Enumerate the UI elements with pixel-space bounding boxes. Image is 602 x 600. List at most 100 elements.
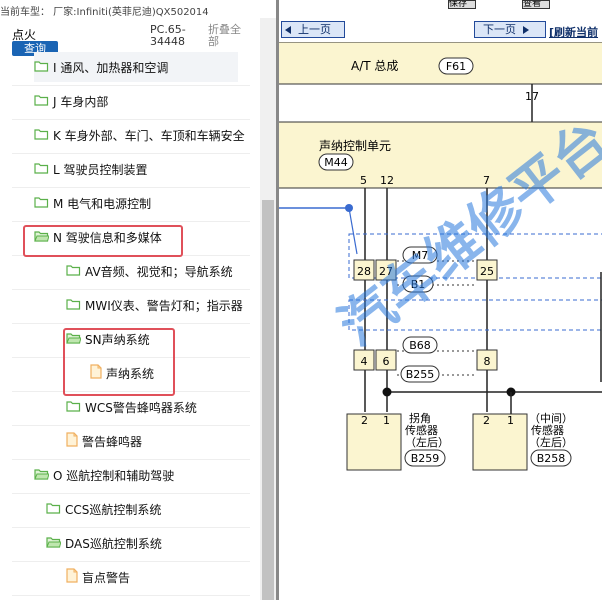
tree-scrollbar[interactable] [260, 18, 276, 600]
tree-item-label: DAS巡航控制系统 [65, 536, 162, 551]
row-separator [12, 561, 250, 562]
connector-tag [438, 57, 474, 75]
row-separator [12, 527, 250, 528]
connector-tag-text: B68 [409, 339, 431, 352]
diagram-nav: 上一页 下一页 [刷新当前 [279, 18, 602, 42]
tree-item[interactable]: 声纳系统 [90, 358, 154, 388]
pin-label: 12 [380, 174, 394, 187]
row-separator [12, 391, 250, 392]
document-icon [66, 568, 78, 586]
row-separator [12, 357, 250, 358]
pin-label: 4 [361, 355, 368, 368]
tree-item-label: WCS警告蜂鸣器系统 [85, 400, 197, 415]
document-icon [66, 432, 78, 450]
pin-label: 7 [483, 174, 490, 187]
next-page-button[interactable]: 下一页 [474, 21, 546, 38]
view-button[interactable]: 查看 [522, 0, 550, 9]
folder-icon [34, 60, 49, 75]
tree-item[interactable]: N 驾驶信息和多媒体 [34, 222, 162, 252]
refresh-link[interactable]: [刷新当前 [549, 26, 599, 39]
tree-item[interactable]: O 巡航控制和辅助驾驶 [34, 460, 174, 490]
row-separator [12, 221, 250, 222]
row-separator [12, 493, 250, 494]
row-separator [12, 425, 250, 426]
pin-label: 25 [480, 265, 494, 278]
tree-item-label: K 车身外部、车门、车顶和车辆安全 [53, 128, 245, 143]
arrow-left-icon [285, 25, 291, 34]
tree-item[interactable]: K 车身外部、车门、车顶和车辆安全 [34, 120, 245, 150]
folder-icon [46, 502, 61, 517]
folder-icon [66, 264, 81, 279]
sensor-label: （左后） [529, 436, 573, 449]
folder-open-icon [34, 468, 50, 483]
tree-item[interactable]: 盲点警告 [66, 562, 130, 592]
pin-label: 2 [483, 414, 490, 427]
pin-label: 1 [383, 414, 390, 427]
wiring-diagram: A/T 总成 F61 17 声纳控制单元 M44 5 12 7 28 27 25 [279, 42, 602, 471]
tree-item[interactable]: M 电气和电源控制 [34, 188, 151, 218]
connector-tag-text: B1 [411, 278, 426, 291]
tree-item[interactable]: 警告蜂鸣器 [66, 426, 142, 456]
highlight-box [63, 328, 175, 396]
pin-label: 2 [361, 414, 368, 427]
save-button[interactable]: 保存 [448, 0, 476, 9]
tree-item-label: J 车身内部 [53, 94, 109, 109]
row-separator [12, 187, 250, 188]
row-separator [12, 119, 250, 120]
connector-tag-text: B258 [537, 452, 566, 465]
at-assembly-label: A/T 总成 [351, 59, 398, 73]
prev-page-button[interactable]: 上一页 [281, 21, 345, 38]
tree-item[interactable]: L 驾驶员控制装置 [34, 154, 148, 184]
row-separator [12, 595, 250, 596]
tree-item-label: 警告蜂鸣器 [82, 434, 143, 449]
folder-icon [34, 94, 49, 109]
tree-item[interactable]: DAS巡航控制系统 [46, 528, 162, 558]
tree-item-label: M 电气和电源控制 [53, 196, 152, 211]
panel-splitter[interactable] [276, 0, 279, 600]
pin-label: 6 [383, 355, 390, 368]
tree-item-label: 盲点警告 [82, 570, 131, 585]
connector-tag-text: F61 [446, 60, 466, 73]
car-model-text: 当前车型： 厂家:Infiniti(英菲尼迪)QX502014 [0, 7, 209, 18]
top-bar: 当前车型： 厂家:Infiniti(英菲尼迪)QX502014 保存 查看 [0, 0, 602, 18]
tree-item[interactable]: J 车身内部 [34, 86, 108, 116]
collapse-all-button[interactable]: 折叠全部 [208, 23, 241, 48]
tree-item[interactable]: WCS警告蜂鸣器系统 [66, 392, 197, 422]
tree-item[interactable]: CCS巡航控制系统 [46, 494, 161, 524]
pin-label: 5 [360, 174, 367, 187]
tree-item-label: MWI仪表、警告灯和；指示器 [85, 298, 243, 313]
highlight-box [23, 225, 183, 257]
tree-item[interactable]: SN声纳系统 [66, 324, 150, 354]
corner-sensor-box [346, 413, 402, 471]
ignition-label: 点火 [12, 28, 37, 42]
folder-icon [34, 162, 49, 177]
row-separator [12, 153, 250, 154]
tree-item-label: AV音频、视觉和；导航系统 [85, 264, 233, 279]
folder-icon [34, 196, 49, 211]
tree-item-label: SN声纳系统 [85, 332, 150, 347]
tree-item-label: CCS巡航控制系统 [65, 502, 162, 517]
sonar-unit-label: 声纳控制单元 [319, 139, 391, 153]
connector-tag-text: B259 [411, 452, 440, 465]
sensor-label: 拐角 [409, 411, 431, 425]
tree-item-label: 声纳系统 [106, 366, 155, 381]
row-separator [12, 459, 250, 460]
sensor-label: 传感器 [405, 424, 438, 437]
scrollbar-thumb[interactable] [262, 200, 274, 600]
pin-label: 8 [484, 355, 491, 368]
folder-icon [66, 298, 81, 313]
tree-item[interactable]: I 通风、加热器和空调 [34, 52, 238, 82]
arrow-right-icon [523, 25, 529, 34]
middle-sensor-box [472, 413, 528, 471]
document-icon [90, 364, 102, 382]
pin-label: 27 [379, 265, 393, 278]
tree-item[interactable]: MWI仪表、警告灯和；指示器 [66, 290, 243, 320]
diagram-panel: 上一页 下一页 [刷新当前 A/T 总成 F61 17 声纳控制单元 M44 5… [279, 18, 602, 600]
sensor-label: （左后） [405, 436, 449, 449]
tree-item-label: I 通风、加热器和空调 [53, 60, 169, 75]
tree-item[interactable]: AV音频、视觉和；导航系统 [66, 256, 233, 286]
connector-tag-text: M7 [412, 249, 429, 262]
pin-label: 17 [525, 90, 539, 103]
tree-item-label: O 巡航控制和辅助驾驶 [53, 468, 175, 483]
